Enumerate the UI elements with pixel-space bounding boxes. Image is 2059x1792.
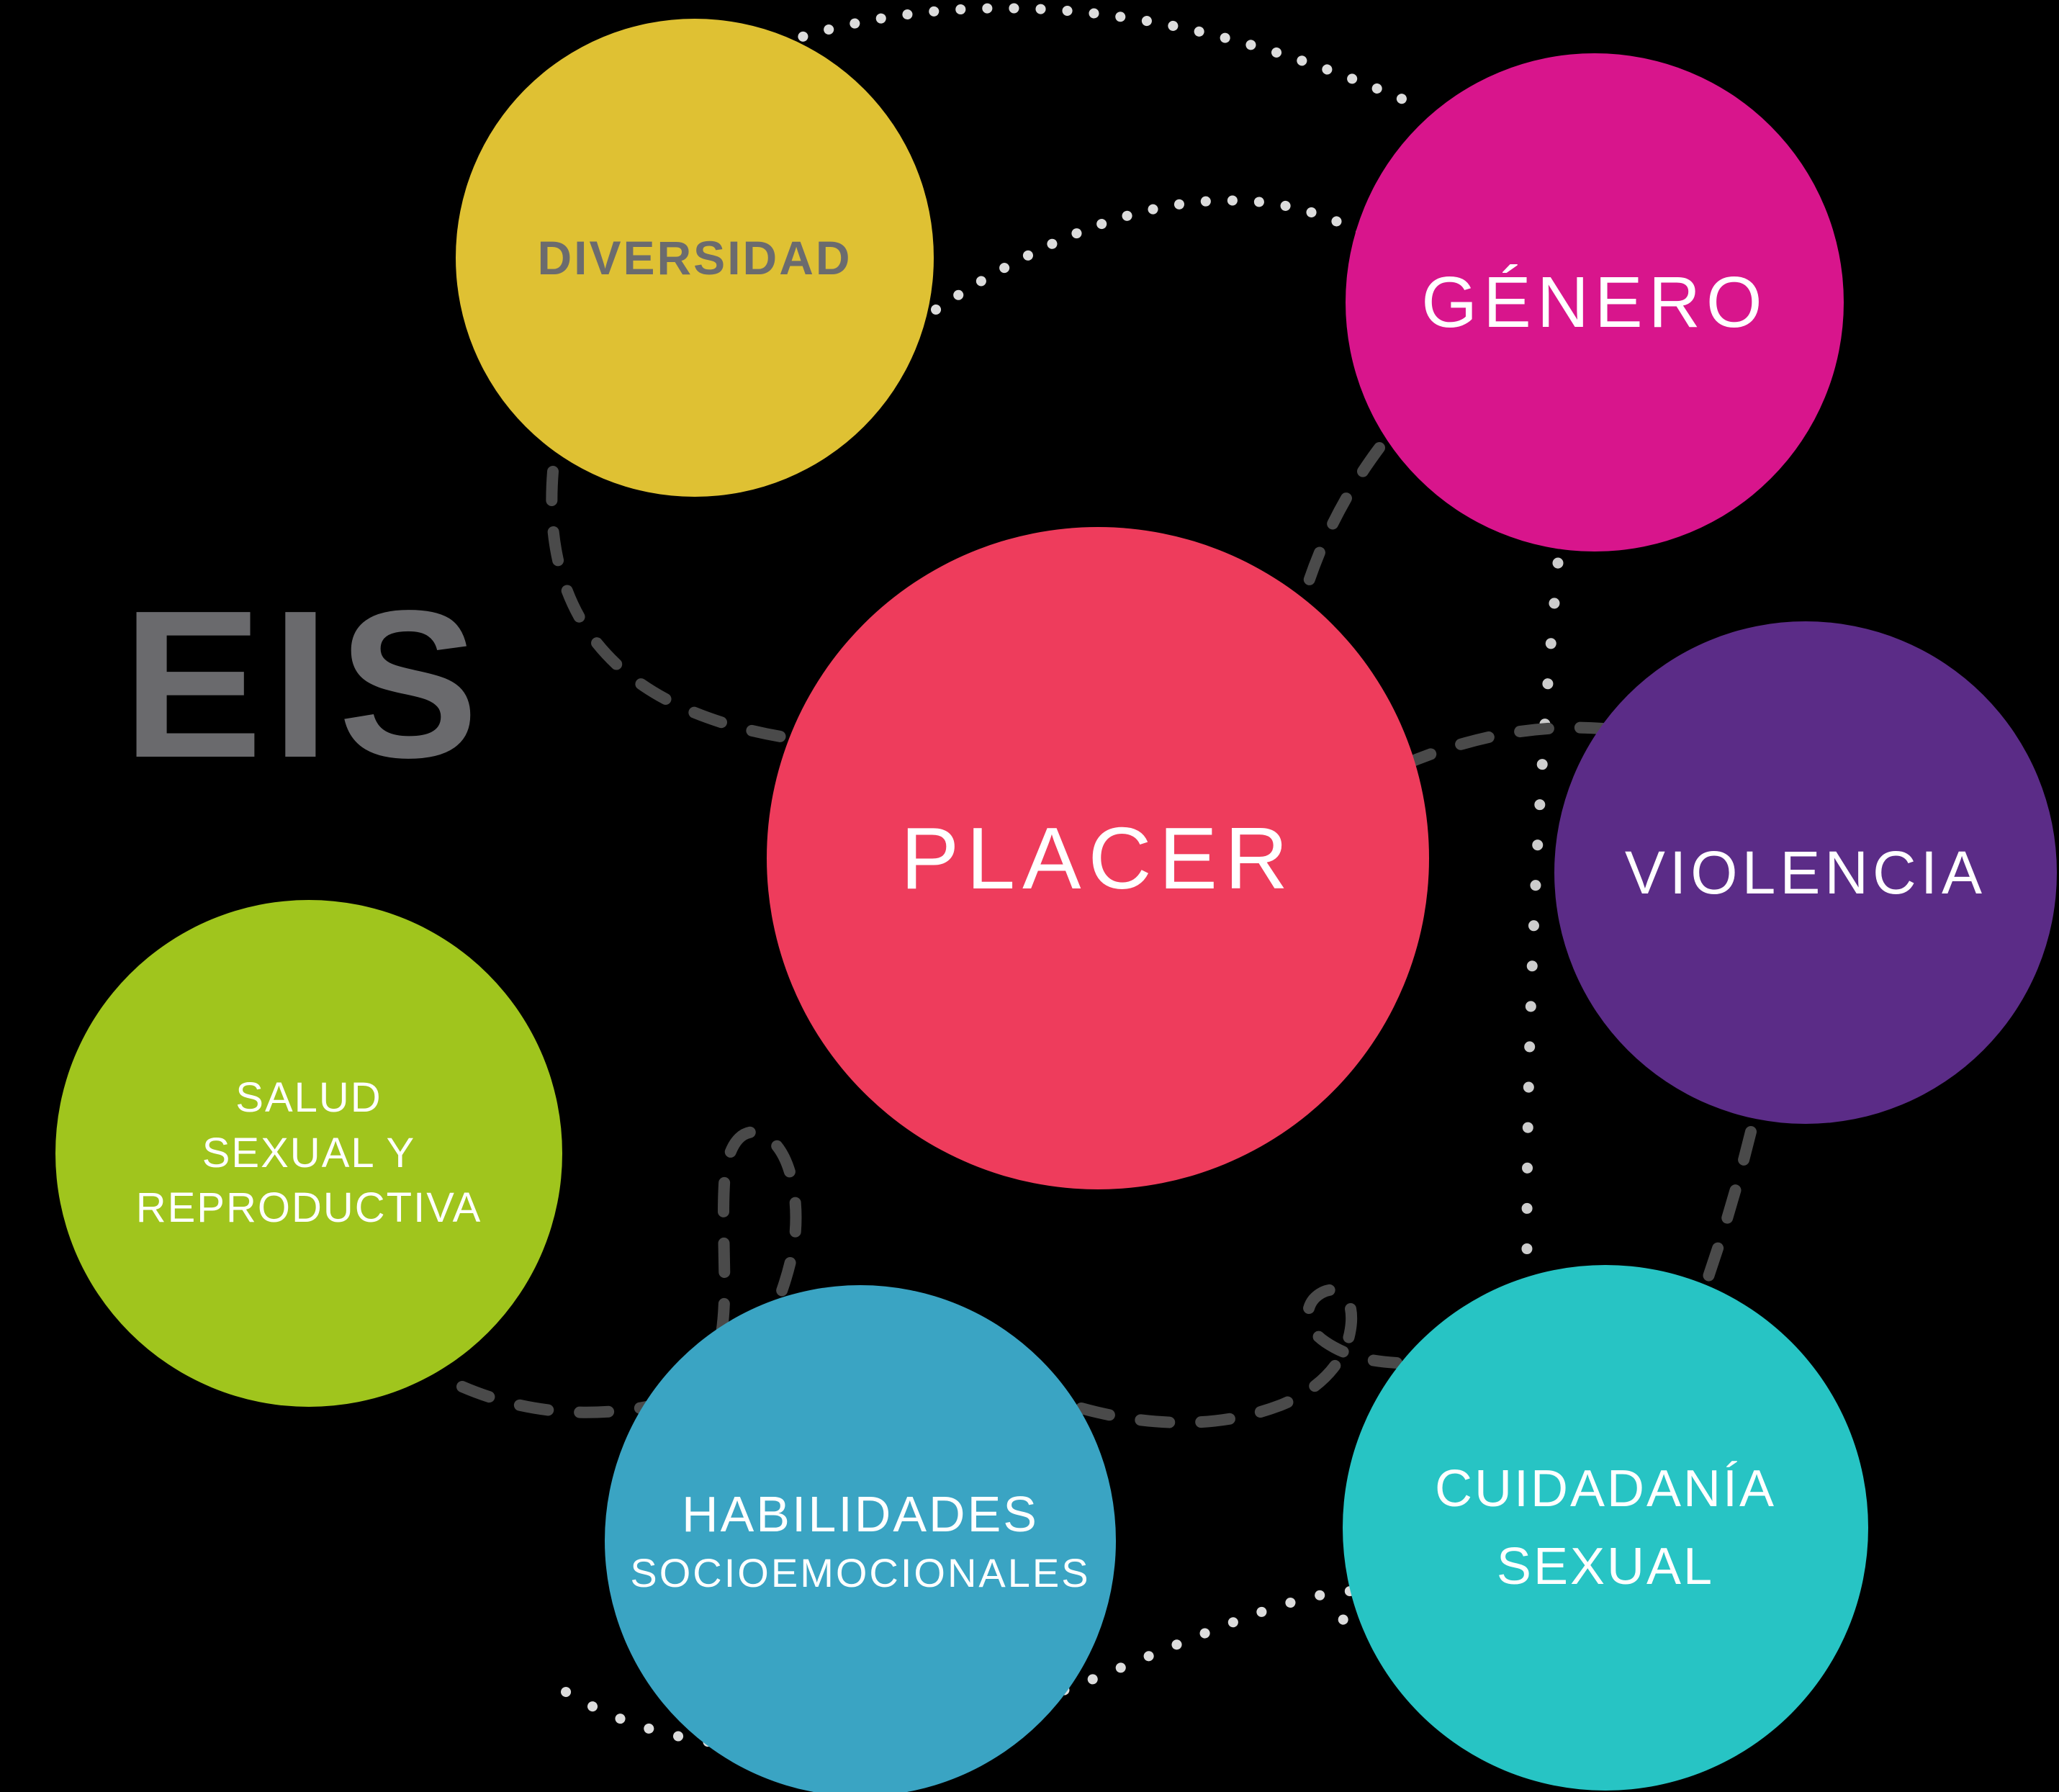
connector-dotted-genero-cuidadania-vertical (1521, 557, 1564, 1271)
node-circle-cuidadania (1343, 1265, 1868, 1791)
eis-logo: EIS (122, 579, 533, 789)
connector-dashed-placer-violencia (1398, 721, 1608, 770)
connector-dotted-diversidad-genero-inner (931, 195, 1374, 315)
connector-dashed-genero-placer (1299, 442, 1385, 600)
connector-dashed-salud-habilidades-loop (456, 1126, 802, 1418)
node-circle-placer (767, 527, 1429, 1189)
node-circle-habilidades (605, 1285, 1116, 1792)
node-circle-genero (1346, 53, 1844, 551)
node-circle-violencia (1554, 621, 2057, 1124)
connector-dashed-diversidad-placer (546, 466, 790, 743)
connector-dotted-diversidad-genero-outer (772, 3, 1415, 107)
connector-dashed-violencia-cuidadania (1702, 1126, 1757, 1284)
node-circle-diversidad (456, 19, 934, 497)
connector-dashed-habilidades-cuidadania-loop (1076, 1284, 1402, 1428)
eis-logo-text: EIS (122, 567, 487, 801)
node-circle-salud (55, 900, 562, 1407)
